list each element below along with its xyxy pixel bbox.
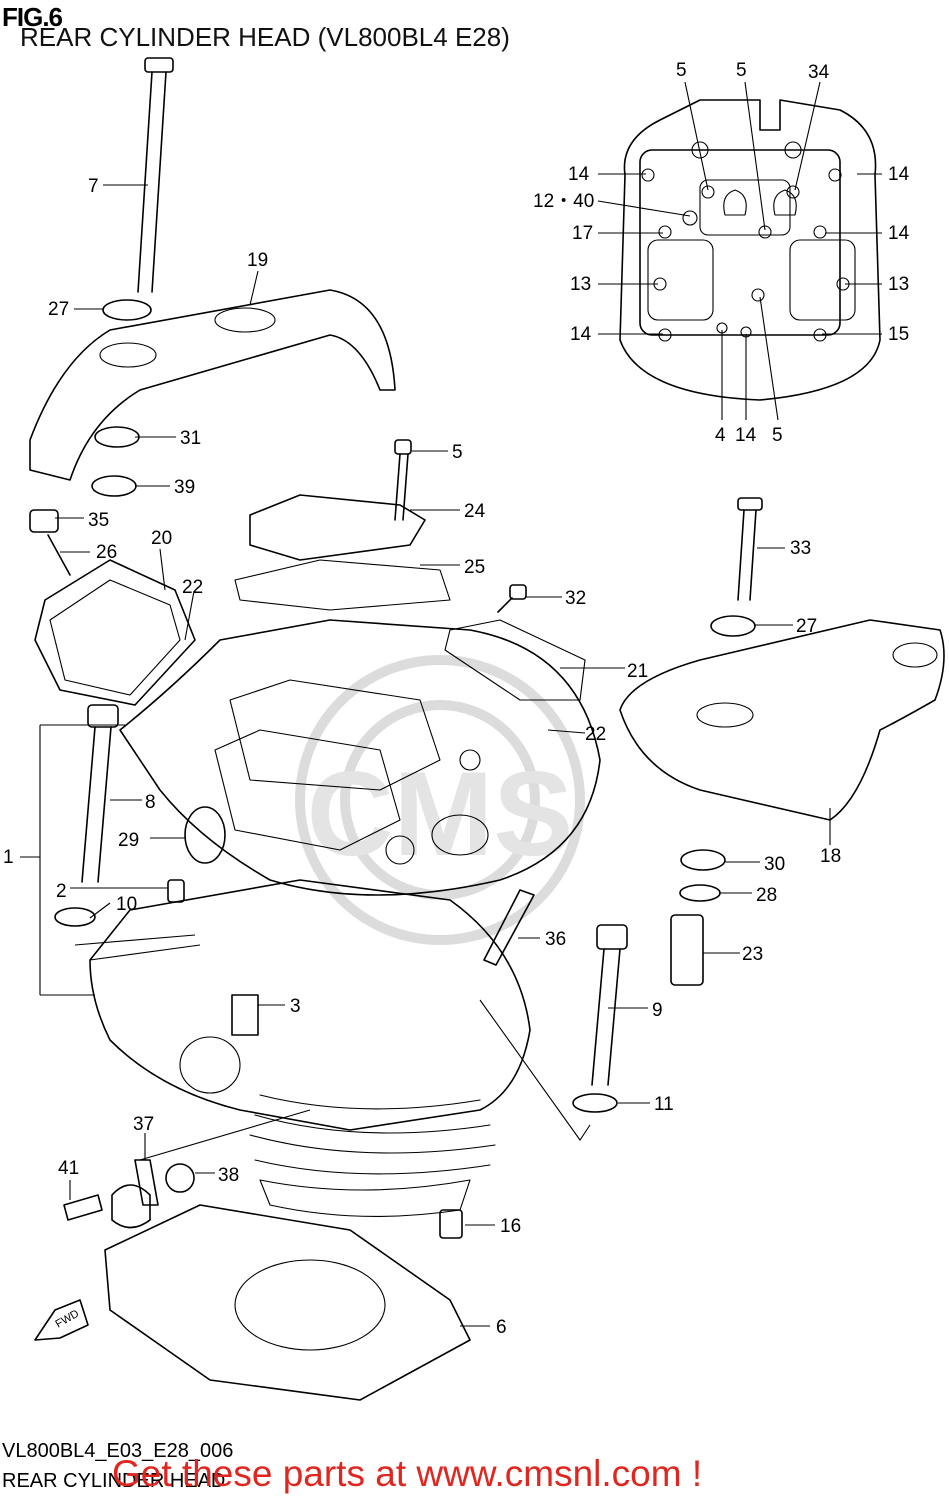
callout-numbers: 5 5 34 14 14 12・40 17 14 13 13 14 15 4 1… — [3, 60, 910, 1338]
callout-label: 14 — [570, 324, 592, 345]
callout-label: 35 — [88, 510, 109, 531]
callout-label: 14 — [735, 425, 757, 446]
callout-label: 14 — [888, 164, 910, 185]
fwd-arrow-icon: FWD — [34, 1299, 89, 1341]
callout-label: 19 — [247, 250, 268, 271]
cylinder-head — [89, 619, 601, 1217]
callout-label: 13 — [888, 274, 909, 295]
watermark-logo: CMS — [295, 655, 585, 945]
callout-label: 24 — [464, 501, 486, 522]
callout-label: 32 — [565, 588, 586, 609]
callout-label: 30 — [764, 854, 785, 875]
diagram-code: VL800BL4_E03_E28_006 — [2, 1440, 234, 1462]
promo-link[interactable]: Get these parts at www.cmsnl.com ! — [112, 1453, 703, 1494]
callout-label: 14 — [568, 164, 590, 185]
callout-label: 9 — [652, 1000, 663, 1021]
callout-label: 5 — [772, 425, 783, 446]
callout-label: 20 — [151, 528, 172, 549]
callout-label: 7 — [88, 176, 99, 197]
callout-label: 11 — [654, 1094, 674, 1115]
long-bolts — [81, 57, 763, 1086]
callout-label: 3 — [290, 996, 301, 1017]
callout-label: 33 — [790, 538, 811, 559]
callout-label: 26 — [96, 542, 117, 563]
small-parts — [29, 299, 756, 1239]
callout-label: 29 — [118, 830, 139, 851]
callout-label: 10 — [116, 894, 137, 915]
cover-18 — [619, 619, 945, 821]
diagram-caption: REAR CYLINDER HEAD — [2, 1470, 226, 1492]
valve-cover-20 — [34, 559, 196, 706]
callout-label: 8 — [145, 792, 156, 813]
fwd-arrow-label: FWD — [54, 1308, 82, 1331]
callout-label: 41 — [58, 1158, 79, 1179]
callout-label: 12・40 — [533, 191, 594, 212]
callout-label: 5 — [736, 60, 747, 81]
callout-label: 22 — [585, 724, 606, 745]
callout-label: 27 — [48, 299, 69, 320]
callout-label: 28 — [756, 885, 777, 906]
callout-label: 31 — [180, 428, 201, 449]
callout-label: 5 — [452, 442, 463, 463]
callout-label: 36 — [545, 929, 566, 950]
callout-label: 13 — [570, 274, 591, 295]
callout-label: 6 — [496, 1317, 507, 1338]
cover-19 — [29, 289, 396, 481]
watermark-text: CMS — [307, 747, 574, 881]
callout-label: 23 — [742, 944, 763, 965]
diagram-title: REAR CYLINDER HEAD (VL800BL4 E28) — [20, 22, 510, 52]
callout-label: 38 — [218, 1165, 239, 1186]
callout-label: 5 — [676, 60, 687, 81]
callout-label: 4 — [715, 425, 726, 446]
callout-label: 2 — [56, 881, 67, 902]
callout-label: 37 — [133, 1114, 154, 1135]
figure-label: FIG.6 — [2, 2, 63, 32]
callout-label: 34 — [808, 62, 830, 83]
callout-label: 25 — [464, 557, 485, 578]
inset-gasket-view — [619, 99, 881, 401]
callout-label: 39 — [174, 477, 195, 498]
head-gasket-6 — [104, 1204, 471, 1401]
callout-label: 14 — [888, 223, 910, 244]
callout-label: 18 — [820, 846, 841, 867]
callout-label: 21 — [627, 661, 648, 682]
callout-label: 17 — [572, 223, 593, 244]
callout-label: 1 — [3, 847, 14, 868]
callout-label: 15 — [888, 324, 909, 345]
leader-lines — [20, 81, 882, 1327]
callout-label: 16 — [500, 1216, 521, 1237]
callout-label: 22 — [182, 577, 203, 598]
callout-label: 27 — [796, 616, 817, 637]
